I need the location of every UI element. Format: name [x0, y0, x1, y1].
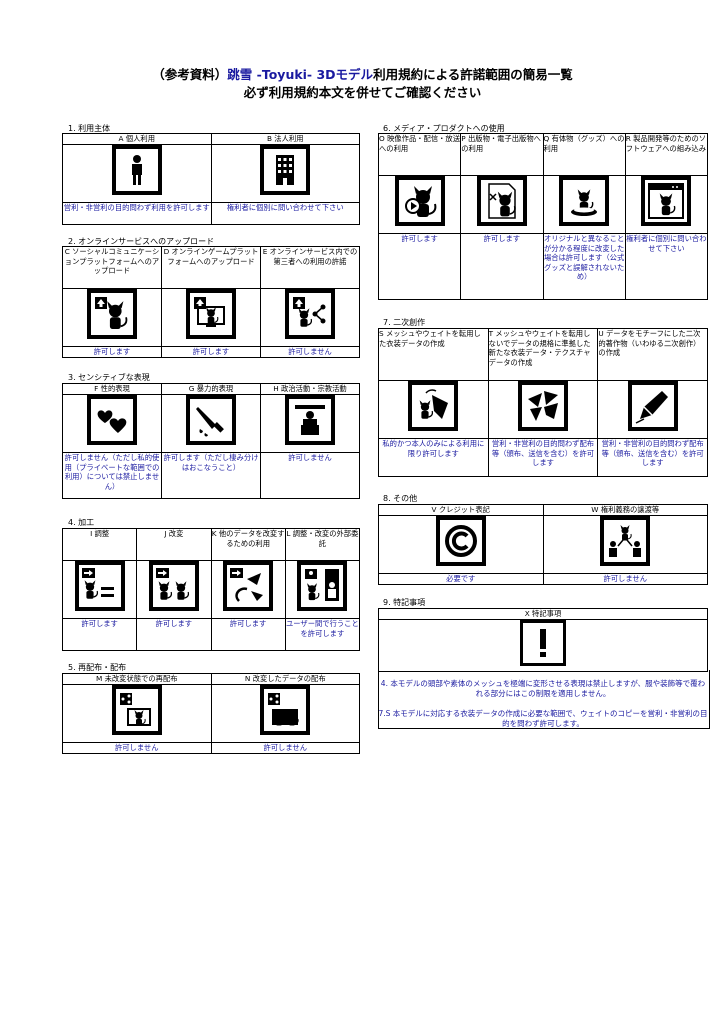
item-label-w: W 権利義務の譲渡等	[542, 504, 708, 516]
item-label-o: O 映像作品・配信・放送への利用	[377, 133, 462, 176]
item-status-i: 許可します	[61, 618, 138, 651]
section-table-4: I 調整 J 改変 K 他のデータを改変するための利用 L 調整・改変の外部委託…	[61, 528, 361, 651]
section-table-7: S メッシュやウェイトを転用した衣装データの作成 T メッシュやウェイトを転用し…	[378, 328, 708, 477]
section-table-8: V クレジット表記 W 権利義務の譲渡等 必要です 許可しません	[378, 504, 708, 585]
video-icon	[394, 176, 445, 226]
item-status-l: ユーザー間で行うことを許可します	[284, 618, 361, 651]
outsource-icon	[297, 561, 348, 611]
item-label-q: Q 有体物（グッズ）への利用	[542, 133, 626, 176]
item-label-j: J 改変	[136, 528, 212, 561]
item-label-v: V クレジット表記	[378, 504, 544, 516]
special-note-2: 7.S 本モデルに対応する衣装データの作成に必要な範囲で、ウェイトのコピーを営利…	[378, 709, 708, 728]
item-label-l: L 調整・改変の外部委託	[284, 528, 361, 561]
item-label-c: C ソーシャルコミュニケーションプラットフォームへのアップロード	[62, 246, 162, 289]
item-label-g: G 暴力的表現	[161, 383, 261, 395]
item-status-h: 許可しません	[260, 452, 360, 499]
page-title: （参考資料）跳雪 -Toyuki- 3Dモデル利用規約による許諾範囲の簡易一覧 …	[0, 66, 725, 102]
pen-icon	[627, 381, 678, 431]
section-heading-4: 4. 加工	[68, 518, 95, 527]
page-subtitle: 必ず利用規約本文を併せてご確認ください	[243, 85, 482, 100]
item-label-f: F 性的表現	[62, 383, 162, 395]
software-icon	[641, 176, 692, 226]
publication-icon	[476, 176, 527, 226]
section-table-6: O 映像作品・配信・放送への利用 P 出版物・電子出版物への利用 Q 有体物（グ…	[377, 133, 709, 300]
section-heading-3: 3. センシティブな表現	[68, 373, 150, 382]
special-note-1: 4. 本モデルの頭部や素体のメッシュを極端に変形させる表現は禁止しますが、服や装…	[380, 679, 706, 698]
item-label-b: B 法人利用	[210, 133, 360, 145]
upload-social-icon	[87, 289, 137, 339]
item-status-c: 許可します	[62, 346, 162, 358]
item-label-r: R 製品開発等のためのソフトウェアへの組み込み	[624, 133, 709, 176]
hearts-icon	[87, 395, 137, 445]
item-status-d: 許可します	[161, 346, 261, 358]
item-status-s: 私的かつ本人のみによる利用に限り許可します	[378, 438, 489, 477]
item-status-m: 許可しません	[62, 742, 212, 754]
knife-icon	[186, 395, 236, 445]
transfer-rights-icon	[600, 516, 651, 566]
item-status-j: 許可します	[136, 618, 212, 651]
item-status-k: 許可します	[210, 618, 286, 651]
section-heading-9: 9. 特記事項	[383, 598, 426, 607]
item-label-m: M 未改変状態での再配布	[62, 673, 212, 685]
section-table-3: F 性的表現 G 暴力的表現 H 政治活動・宗教活動 許可しません（ただし私的使…	[62, 383, 360, 499]
share-third-party-icon	[285, 289, 335, 339]
section-heading-1: 1. 利用主体	[68, 124, 111, 133]
section-table-5: M 未改変状態での再配布 N 改変したデータの配布 許可しません 許可しません	[62, 673, 360, 754]
item-status-u: 営利・非営利の目的問わず配布等（頒布、送信を含む）を許可します	[597, 438, 708, 477]
podium-icon	[285, 395, 335, 445]
distribute-modified-icon	[260, 685, 311, 735]
title-suffix: 利用規約による許諾範囲の簡易一覧	[373, 67, 573, 82]
section-heading-7: 7. 二次創作	[383, 318, 426, 327]
adjust-icon	[74, 561, 125, 611]
fabric-icon	[517, 381, 568, 431]
notes-box	[378, 670, 710, 729]
section-table-9: X 特記事項	[378, 608, 708, 672]
item-label-x: X 特記事項	[378, 608, 708, 620]
item-status-o: 許可します	[377, 233, 462, 300]
item-label-e: E オンラインサービス内での第三者への利用の許諾	[260, 246, 360, 289]
upload-game-icon	[186, 289, 236, 339]
section-heading-8: 8. その他	[383, 494, 418, 503]
section-heading-2: 2. オンラインサービスへのアップロード	[68, 237, 215, 246]
item-label-t: T メッシュやウェイトを転用しないでデータの規格に準拠した新たな衣装データ・テク…	[487, 328, 599, 381]
item-status-g: 許可します（ただし棲み分けはおこなうこと）	[161, 452, 261, 499]
item-status-f: 許可しません（ただし私的使用（プライベートな範囲での利用）については禁止しません…	[62, 452, 162, 499]
title-model-name: 跳雪 -Toyuki- 3Dモデル	[227, 67, 374, 82]
redistribute-icon	[111, 685, 162, 735]
item-label-d: D オンラインゲームプラットフォームへのアップロード	[161, 246, 261, 289]
person-icon	[111, 145, 162, 195]
item-status-w: 許可しません	[542, 573, 708, 585]
item-label-h: H 政治活動・宗教活動	[260, 383, 360, 395]
item-status-e: 許可しません	[260, 346, 360, 358]
title-prefix: （参考資料）	[152, 67, 228, 82]
item-label-s: S メッシュやウェイトを転用した衣装データの作成	[378, 328, 489, 381]
mesh-transfer-icon	[408, 381, 459, 431]
exclamation-icon	[520, 620, 566, 666]
figure-icon	[559, 176, 610, 226]
section-table-1: A 個人利用 B 法人利用 営利・非営利の目的問わず利用を許可します 権利者に個…	[62, 133, 360, 225]
item-status-q: オリジナルと異なることが分かる程度に改変した場合は許可します（公式グッズと誤解さ…	[542, 233, 626, 300]
section-heading-5: 5. 再配布・配布	[68, 663, 127, 672]
item-label-n: N 改変したデータの配布	[210, 673, 360, 685]
item-status-v: 必要です	[378, 573, 544, 585]
item-label-a: A 個人利用	[62, 133, 212, 145]
item-status-n: 許可しません	[210, 742, 360, 754]
copyright-icon	[435, 516, 486, 566]
use-for-other-icon	[223, 561, 274, 611]
item-label-k: K 他のデータを改変するための利用	[210, 528, 286, 561]
item-label-i: I 調整	[61, 528, 138, 561]
item-status-p: 許可します	[460, 233, 544, 300]
section-table-2: C ソーシャルコミュニケーションプラットフォームへのアップロード D オンライン…	[62, 246, 360, 358]
item-label-p: P 出版物・電子出版物への利用	[460, 133, 544, 176]
item-status-r: 権利者に個別に問い合わせて下さい	[624, 233, 709, 300]
item-status-t: 営利・非営利の目的問わず配布等（頒布、送信を含む）を許可します	[487, 438, 599, 477]
item-status-a: 営利・非営利の目的問わず利用を許可します	[62, 202, 212, 225]
section-heading-6: 6. メディア・プロダクトへの使用	[383, 124, 505, 133]
building-icon	[260, 145, 311, 195]
item-label-u: U データをモチーフにした二次的著作物（いわゆる二次創作）の作成	[597, 328, 708, 381]
modify-icon	[148, 561, 199, 611]
item-status-b: 権利者に個別に問い合わせて下さい	[210, 202, 360, 225]
